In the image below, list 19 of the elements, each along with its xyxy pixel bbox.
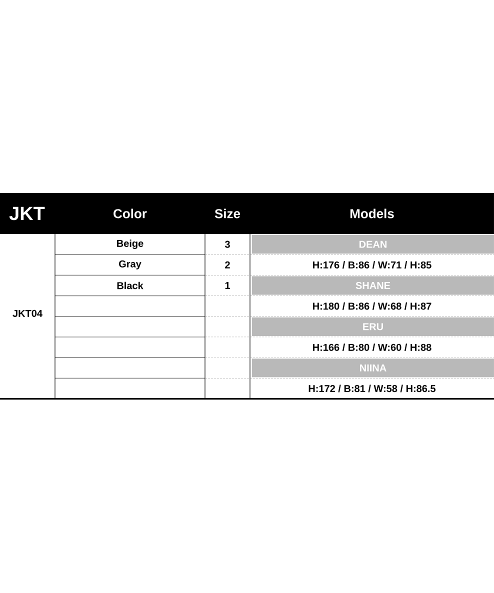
header-text: Color	[114, 208, 147, 218]
name-band: SHANE	[252, 276, 494, 295]
table-cell: 3	[224, 240, 230, 248]
table-cell: H:176 / B:86 / W:71 / H:85	[313, 261, 432, 269]
name-band: ERU	[252, 317, 494, 336]
name-band: NIINA	[252, 358, 494, 378]
table-cell: 2	[225, 261, 230, 268]
table-cell: Black	[117, 282, 144, 290]
table-cell: H:180 / B:86 / W:68 / H:87	[313, 302, 432, 310]
table-cell: JKT04	[12, 310, 42, 317]
table-cell: Beige	[117, 240, 144, 249]
table-cell: Gray	[119, 260, 142, 270]
header-text: Size	[214, 208, 240, 218]
header-text: Models	[350, 208, 394, 218]
table-cell: 1	[225, 282, 230, 289]
table-cell: H:172 / B:81 / W:58 / H:86.5	[308, 384, 436, 392]
header-text: JKT	[9, 206, 45, 220]
table-cell: H:166 / B:80 / W:60 / H:88	[313, 344, 432, 352]
name-band: DEAN	[252, 235, 494, 254]
